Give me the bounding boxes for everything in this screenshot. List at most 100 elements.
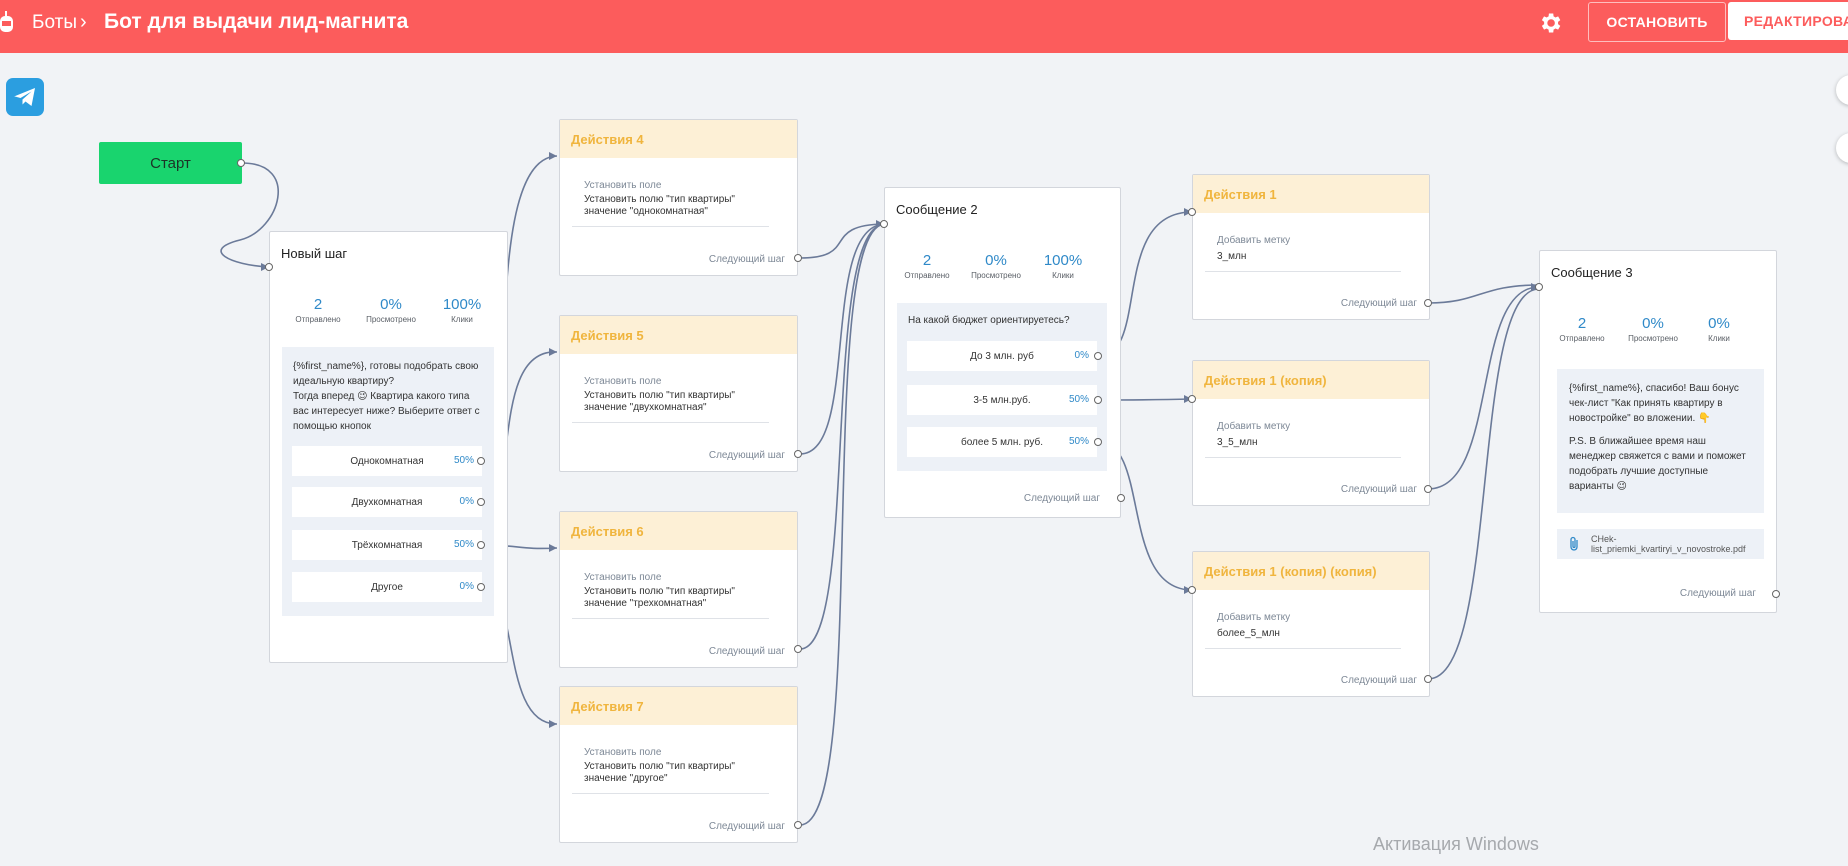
next-step-label: Следующий шаг [708,646,785,657]
action-title: Действия 7 [560,687,797,725]
next-step-label: Следующий шаг [1340,484,1417,495]
start-output-port[interactable] [237,159,245,167]
action-node-7[interactable]: Действия 7 Установить поле Установить по… [559,686,798,843]
message3-input-port[interactable] [1535,283,1543,291]
action-node-1-copy[interactable]: Действия 1 (копия) Добавить метку 3_5_мл… [1192,360,1430,506]
action-description: Установить полю "тип квартиры"значение "… [584,194,735,217]
stop-button[interactable]: ОСТАНОВИТЬ [1588,2,1726,42]
telegram-icon[interactable] [6,78,44,116]
action-tag: 3_млн [1217,251,1247,262]
action-type: Установить поле [584,180,662,191]
action-input-port[interactable] [1188,208,1196,216]
next-step-port[interactable] [794,821,802,829]
action-node-1-copy-copy[interactable]: Действия 1 (копия) (копия) Добавить метк… [1192,551,1430,697]
zoom-in-button[interactable] [1836,75,1848,105]
action-node-5[interactable]: Действия 5 Установить поле Установить по… [559,315,798,472]
message-text: {%first_name%}, готовы подобрать свою ид… [293,361,480,432]
action-title: Действия 1 (копия) [1193,361,1429,399]
option-button[interactable]: более 5 млн. руб.50% [907,427,1097,457]
stat-sent: 2 [313,296,323,313]
option-percent: 0% [459,581,474,592]
stat-label: Просмотрено [971,271,1021,280]
message-box: {%first_name%}, готовы подобрать свою ид… [282,347,494,616]
message2-input-port[interactable] [880,220,888,228]
action-type: Установить поле [584,572,662,583]
option-button[interactable]: 3-5 млн.руб.50% [907,385,1097,415]
stat-viewed: 0% [1642,315,1664,332]
zoom-out-button[interactable] [1836,133,1848,163]
stat-label: Просмотрено [1628,334,1678,343]
node-title: Сообщение 2 [896,202,978,217]
robot-icon [0,11,13,32]
option-percent: 0% [459,496,474,507]
option-percent: 0% [1074,350,1089,361]
wire-act1cc-msg3 [1427,288,1540,680]
option-port[interactable] [477,498,485,506]
edit-button[interactable]: РЕДАКТИРОВАТЬ [1728,2,1848,40]
attachment-file[interactable]: CHek-list_priemki_kvartiryi_v_novostroke… [1557,529,1764,559]
stat-label: Клики [1052,271,1074,280]
next-step-port[interactable] [794,254,802,262]
next-step-port[interactable] [794,645,802,653]
stat-clicks: 100% [442,296,482,313]
paperclip-icon [1570,536,1578,551]
wire-act7-msg2 [799,223,885,826]
stat-clicks: 100% [1043,252,1083,269]
action-type: Добавить метку [1217,612,1291,623]
option-port[interactable] [1094,438,1102,446]
option-port[interactable] [477,457,485,465]
next-step-port[interactable] [1772,590,1780,598]
action-title: Действия 6 [560,512,797,550]
action-node-1[interactable]: Действия 1 Добавить метку 3_млн Следующи… [1192,174,1430,320]
action-title: Действия 5 [560,316,797,354]
breadcrumb-bots[interactable]: Боты [32,12,77,33]
chevron-right-icon: › [80,11,87,33]
option-port[interactable] [1094,352,1102,360]
stat-label: Клики [451,315,473,324]
page-title: Бот для выдачи лид-магнита [104,10,409,33]
next-step-port[interactable] [1424,675,1432,683]
option-percent: 50% [453,539,474,550]
action-type: Установить поле [584,747,662,758]
action-type: Установить поле [584,376,662,387]
stat-label: Просмотрено [366,315,416,324]
start-node[interactable]: Старт [99,142,242,184]
option-port[interactable] [477,583,485,591]
node-title: Новый шаг [281,246,348,261]
action-node-4[interactable]: Действия 4 Установить поле Установить по… [559,119,798,276]
action-input-port[interactable] [1188,586,1196,594]
top-bar: Боты › Бот для выдачи лид-магнита ОСТАНО… [0,0,1848,53]
option-port[interactable] [477,541,485,549]
next-step-port[interactable] [794,450,802,458]
next-step-port[interactable] [1117,494,1125,502]
action-node-6[interactable]: Действия 6 Установить поле Установить по… [559,511,798,668]
next-step-port[interactable] [1424,299,1432,307]
stat-label: Клики [1708,334,1730,343]
action-description: Установить полю "тип квартиры"значение "… [584,390,735,413]
action-tag: более_5_млн [1217,628,1280,639]
wire-act1c-msg3 [1427,286,1540,490]
next-step-port[interactable] [1424,485,1432,493]
wire-start-step1 [220,162,279,268]
step1-input-port[interactable] [265,263,273,271]
option-port[interactable] [1094,396,1102,404]
action-title: Действия 4 [560,120,797,158]
action-type: Добавить метку [1217,421,1291,432]
action-title: Действия 1 (копия) (копия) [1193,552,1429,590]
gear-icon[interactable] [1537,10,1563,36]
wire-act1-msg3 [1427,284,1540,304]
action-input-port[interactable] [1188,395,1196,403]
next-step-label: Следующий шаг [1340,298,1417,309]
option-percent: 50% [1068,436,1089,447]
next-step-label: Следующий шаг [708,450,785,461]
node-title: Сообщение 3 [1551,265,1633,280]
stat-label: Отправлено [1559,334,1605,343]
